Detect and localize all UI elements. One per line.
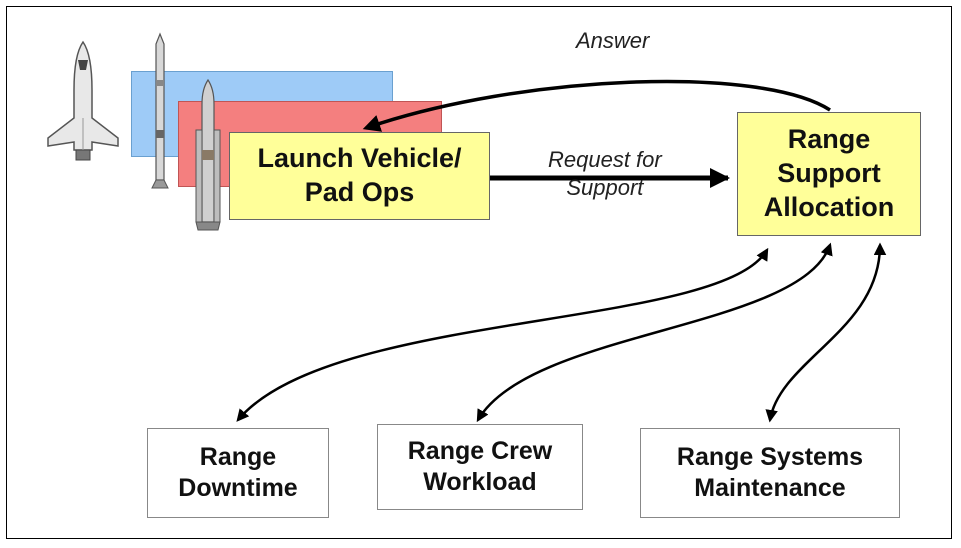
crew-workload-link-arrow xyxy=(476,242,833,423)
range-systems-maintenance-box: Range Systems Maintenance xyxy=(640,428,900,518)
answer-label: Answer xyxy=(576,28,650,53)
launch-box-line2: Pad Ops xyxy=(304,177,415,207)
answer-arrow xyxy=(362,79,831,132)
request-label-line1: Request for xyxy=(548,147,662,172)
request-for-support-label: Request for Support xyxy=(548,146,662,201)
range-downtime-box: Range Downtime xyxy=(147,428,329,518)
downtime-line2: Downtime xyxy=(178,474,298,502)
launch-box-line1: Launch Vehicle/ xyxy=(257,143,462,174)
range-crew-workload-box: Range Crew Workload xyxy=(377,424,583,510)
request-label-line2: Support xyxy=(566,174,644,200)
space-shuttle-icon xyxy=(47,40,119,161)
launch-vehicle-box: Launch Vehicle/ Pad Ops xyxy=(229,132,490,220)
range-support-line1: Range xyxy=(787,124,871,155)
range-support-allocation-box: Range Support Allocation xyxy=(737,112,921,236)
systems-line2: Maintenance xyxy=(694,474,846,502)
downtime-line1: Range xyxy=(199,442,277,471)
systems-maintenance-link-arrow xyxy=(765,242,887,423)
crew-line2: Workload xyxy=(423,468,537,496)
systems-line1: Range Systems xyxy=(676,442,864,471)
crew-line1: Range Crew xyxy=(407,436,553,465)
range-support-line3: Allocation xyxy=(763,191,895,222)
range-support-line2: Support xyxy=(777,158,881,189)
heavy-rocket-icon xyxy=(195,78,221,231)
thin-rocket-icon xyxy=(151,32,169,189)
